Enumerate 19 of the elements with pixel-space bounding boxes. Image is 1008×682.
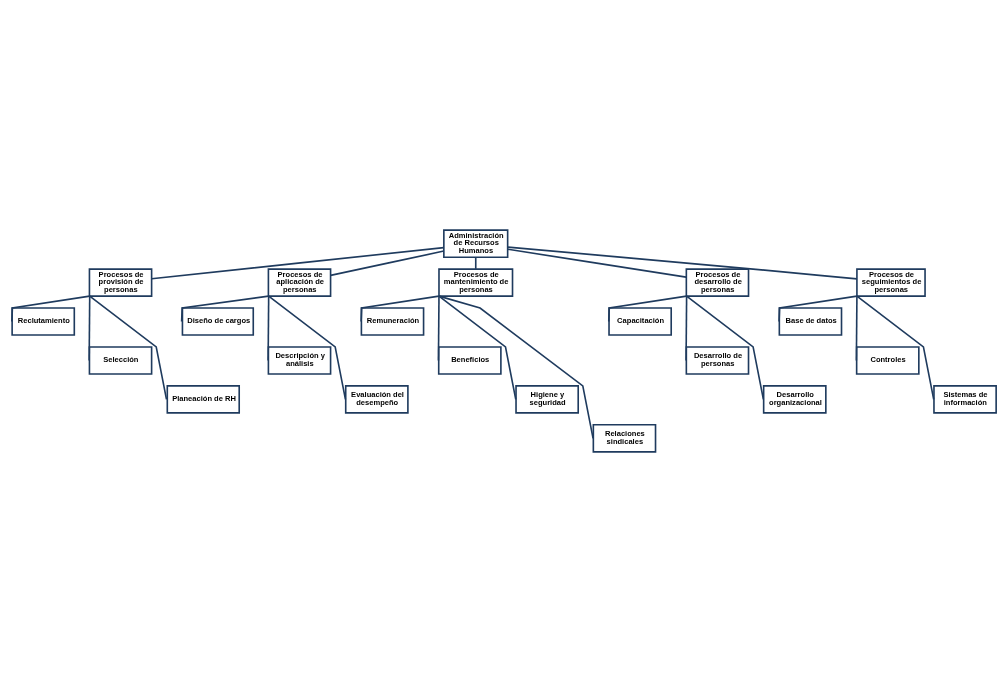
connector <box>855 295 858 362</box>
connector <box>88 295 91 362</box>
connector <box>88 295 168 401</box>
connector <box>507 248 687 278</box>
connector <box>329 250 445 277</box>
connector <box>11 295 91 323</box>
connector <box>685 295 688 362</box>
connector <box>180 295 270 323</box>
connector <box>267 295 270 362</box>
connector <box>506 246 858 280</box>
connector <box>360 295 440 323</box>
connector <box>150 246 445 280</box>
connector <box>438 295 517 401</box>
connector <box>856 295 935 401</box>
connector <box>474 256 477 270</box>
connector <box>778 295 858 323</box>
connector <box>438 295 594 440</box>
connector <box>607 295 688 323</box>
connector <box>437 295 440 362</box>
